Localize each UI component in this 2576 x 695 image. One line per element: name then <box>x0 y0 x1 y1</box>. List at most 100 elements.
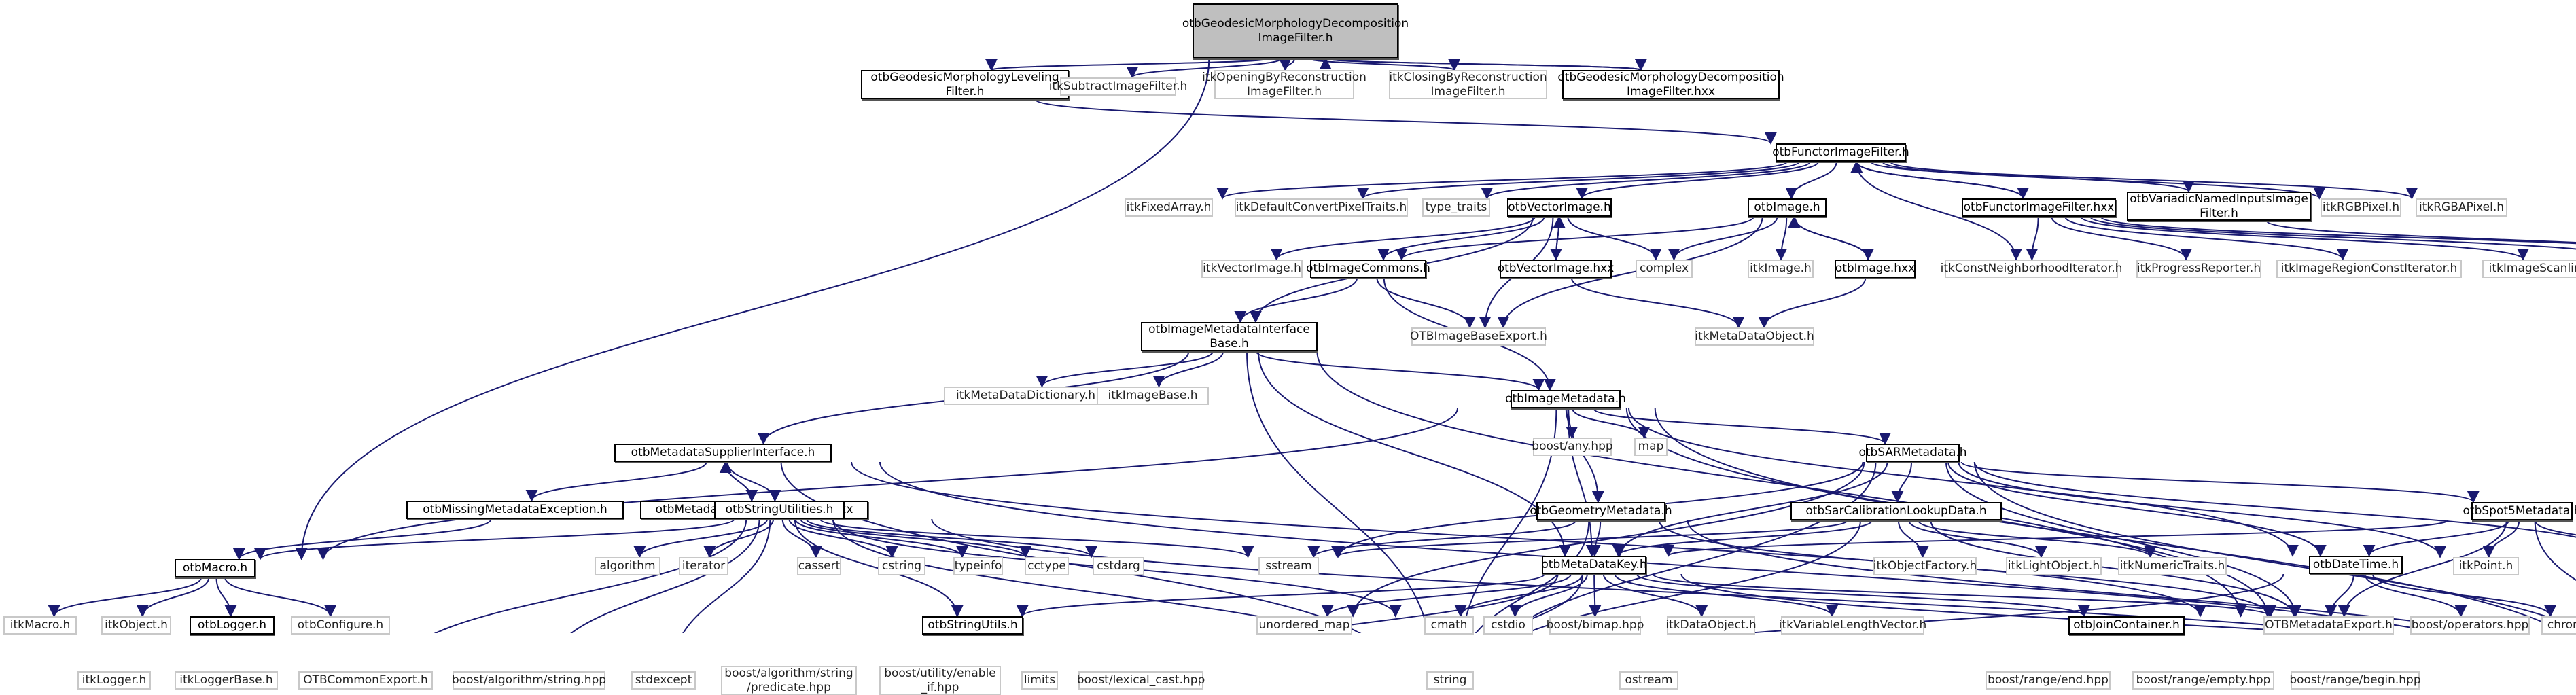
node-missingmd[interactable]: otbMissingMetadataException.h <box>406 501 624 519</box>
node-logger[interactable]: otbLogger.h <box>190 616 275 635</box>
edge-sarmetadata-to-metadatakey <box>1613 461 1888 557</box>
edge-stringutilities-to-cstdarg <box>805 518 1097 558</box>
edge-metadatakey-to-dataobject <box>1602 573 1708 618</box>
node-objectfactory: itkObjectFactory.h <box>1873 557 1977 575</box>
node-otbcommonexport: OTBCommonExport.h <box>298 671 433 690</box>
edge-stringutilities-to-otbcommonexport <box>434 518 747 633</box>
node-mdsupplier[interactable]: otbMetadataSupplierInterface.h <box>614 444 832 462</box>
node-vectorimage[interactable]: otbVectorImage.h <box>1507 198 1612 217</box>
edge-geommetadata-to-sstream <box>1307 520 1577 558</box>
edge-metadatakey-to-joincontainer <box>1636 573 2090 618</box>
node-varlenvec: itkVariableLengthVector.h <box>1779 616 1926 635</box>
edge-functor-to-type_traits <box>1481 161 1811 200</box>
edge-functor-to-rgbapixel <box>1890 161 2418 200</box>
node-cstdarg: cstdarg <box>1093 557 1144 575</box>
node-spot5[interactable]: otbSpot5Metadata.h <box>2463 502 2576 520</box>
node-image-hxx[interactable]: otbImage.hxx <box>1835 260 1916 278</box>
edge-imagemetadata-to-datetime <box>1628 408 2299 557</box>
edge-imagemetadata-to-metadatakey <box>1567 408 1598 557</box>
dependency-graph <box>48 57 2576 633</box>
node-imagemetadata[interactable]: otbImageMetadata.h <box>1505 390 1626 408</box>
node-fixedarray: itkFixedArray.h <box>1125 198 1213 217</box>
node-image[interactable]: otbImage.h <box>1748 198 1827 217</box>
edge-root-to-macro <box>295 58 1210 560</box>
edge-stringutilities-to-stringutils <box>794 518 964 618</box>
node-stringutils[interactable]: otbStringUtils.h <box>922 616 1023 635</box>
node-metadataobject: itkMetaDataObject.h <box>1695 327 1814 346</box>
edge-sarcalib-to-lightobject <box>1908 520 2047 558</box>
edge-stringutilities-to-cstring <box>788 518 898 558</box>
edge-stringutilities-to-string <box>832 518 1339 633</box>
node-variadicnamed[interactable]: otbVariadicNamedInputsImage Filter.h <box>2127 192 2311 221</box>
edge-functor-to-image <box>1785 161 1837 200</box>
node-rangeempty: boost/range/empty.hpp <box>2132 671 2274 690</box>
node-sarmetadata[interactable]: otbSARMetadata.h <box>1858 444 1967 462</box>
edge-image-to-complex <box>1668 216 1778 261</box>
edge-root-to-subtract <box>1126 58 1282 79</box>
node-cstring: cstring <box>878 557 925 575</box>
edge-root-to-closing <box>1308 58 1460 71</box>
node-joincontainer[interactable]: otbJoinContainer.h <box>2068 616 2185 635</box>
edge-mdsupplier-to-string <box>780 461 1362 633</box>
node-boostany: boost/any.hpp <box>1532 438 1613 456</box>
edge-stringutilities-to-cctype <box>800 518 1031 558</box>
edge-spot5-to-itkpoint <box>2482 520 2520 558</box>
node-imdinterface[interactable]: otbImageMetadataInterface Base.h <box>1141 322 1318 351</box>
edge-sarmetadata-to-otbmetadataexport <box>1945 461 2301 618</box>
edge-metadatakey-to-cstdio <box>1508 573 1588 618</box>
node-decomp-hxx[interactable]: otbGeodesicMorphologyDecomposition Image… <box>1557 70 1784 99</box>
edge-sarmetadata-to-datetime <box>1947 461 2327 557</box>
node-stringutilities[interactable]: otbStringUtilities.h <box>714 501 845 519</box>
node-typeinfo: typeinfo <box>953 557 1003 575</box>
edge-image-to-itkimage <box>1775 216 1788 261</box>
node-datetime[interactable]: otbDateTime.h <box>2309 556 2403 574</box>
edge-sarcalib-to-otbmetadataexport <box>1930 520 2300 618</box>
node-numerictraits: itkNumericTraits.h <box>2118 557 2227 575</box>
node-subtract: itkSubtractImageFilter.h <box>1049 77 1187 96</box>
edge-sarmetadata-to-unordered_map <box>1347 461 1865 618</box>
edge-imdinterface-to-metadatadict <box>1036 351 1214 388</box>
edge-metadatakey-to-stringutils <box>1017 573 1545 618</box>
edge-imagemetadata-to-map <box>1572 408 1651 439</box>
node-macro[interactable]: otbMacro.h <box>175 559 255 577</box>
edge-variadicnamed-to-variadicinputs <box>2265 220 2576 243</box>
edge-vectorimage_hxx-to-vectorimage <box>1553 215 1566 260</box>
edge-image_hxx-to-image <box>1788 215 1869 260</box>
node-sarcalib[interactable]: otbSarCalibrationLookupData.h <box>1790 502 2002 520</box>
edge-imagecommons-to-imdinterface <box>1234 277 1358 323</box>
edge-sarcalib-to-sstream <box>1331 520 1848 558</box>
node-imagecommons[interactable]: otbImageCommons.h <box>1306 260 1430 278</box>
edge-functor-to-fixedarray <box>1216 161 1788 200</box>
edge-metadatakey-to-varlenvec <box>1614 573 1838 618</box>
edge-macro-to-configure <box>224 577 337 618</box>
edge-vectorimage-to-itkvectorimage <box>1270 216 1536 261</box>
node-root[interactable]: otbGeodesicMorphologyDecomposition Image… <box>1182 3 1409 58</box>
edge-macro-to-logger <box>215 577 237 618</box>
edge-datetime-to-operators <box>2364 573 2467 618</box>
edge-spot5-to-pointset <box>2534 520 2576 536</box>
node-rangebegin: boost/range/begin.hpp <box>2289 671 2421 690</box>
edge-functor-to-defconv <box>1357 161 1800 200</box>
node-vectorimage-hxx[interactable]: otbVectorImage.hxx <box>1498 260 1614 278</box>
node-leveling[interactable]: otbGeodesicMorphologyLeveling Filter.h <box>861 70 1069 99</box>
edge-metadatakey-to-lexicalcast <box>1284 573 1559 633</box>
node-metadatakey[interactable]: otbMetaDataKey.h <box>1541 556 1647 574</box>
edge-imagecommons-to-otbimagebaseexport <box>1376 277 1476 329</box>
node-functor-hxx[interactable]: otbFunctorImageFilter.hxx <box>1962 198 2116 217</box>
node-configure: otbConfigure.h <box>291 616 390 635</box>
edge-functor_hxx-to-variadicinputs <box>2100 216 2576 245</box>
node-imagebase: itkImageBase.h <box>1097 387 1209 405</box>
edge-metadatakey-to-otbmetadataexport <box>1652 573 2276 618</box>
edge-sarmetadata-to-spot5 <box>1960 461 2480 503</box>
node-scanline: itkImageScanlineIterator.h <box>2482 260 2576 278</box>
node-geommetadata[interactable]: otbGeometryMetadata.h <box>1530 502 1672 520</box>
node-cstdio: cstdio <box>1483 616 1533 635</box>
edge-functor_hxx-to-regionconst <box>2064 216 2349 261</box>
edge-imdinterface-to-otbmetadataexport <box>1316 351 2247 618</box>
node-opening: itkOpeningByReconstruction ImageFilter.h <box>1202 70 1366 99</box>
edge-stringutilities-to-boostalgstring <box>570 518 760 633</box>
edge-vectorimage_hxx-to-metadataobject <box>1570 277 1745 329</box>
edge-spot5-to-vector <box>2534 520 2576 581</box>
node-chrono: chrono <box>2541 616 2576 635</box>
node-functor[interactable]: otbFunctorImageFilter.h <box>1772 143 1909 162</box>
